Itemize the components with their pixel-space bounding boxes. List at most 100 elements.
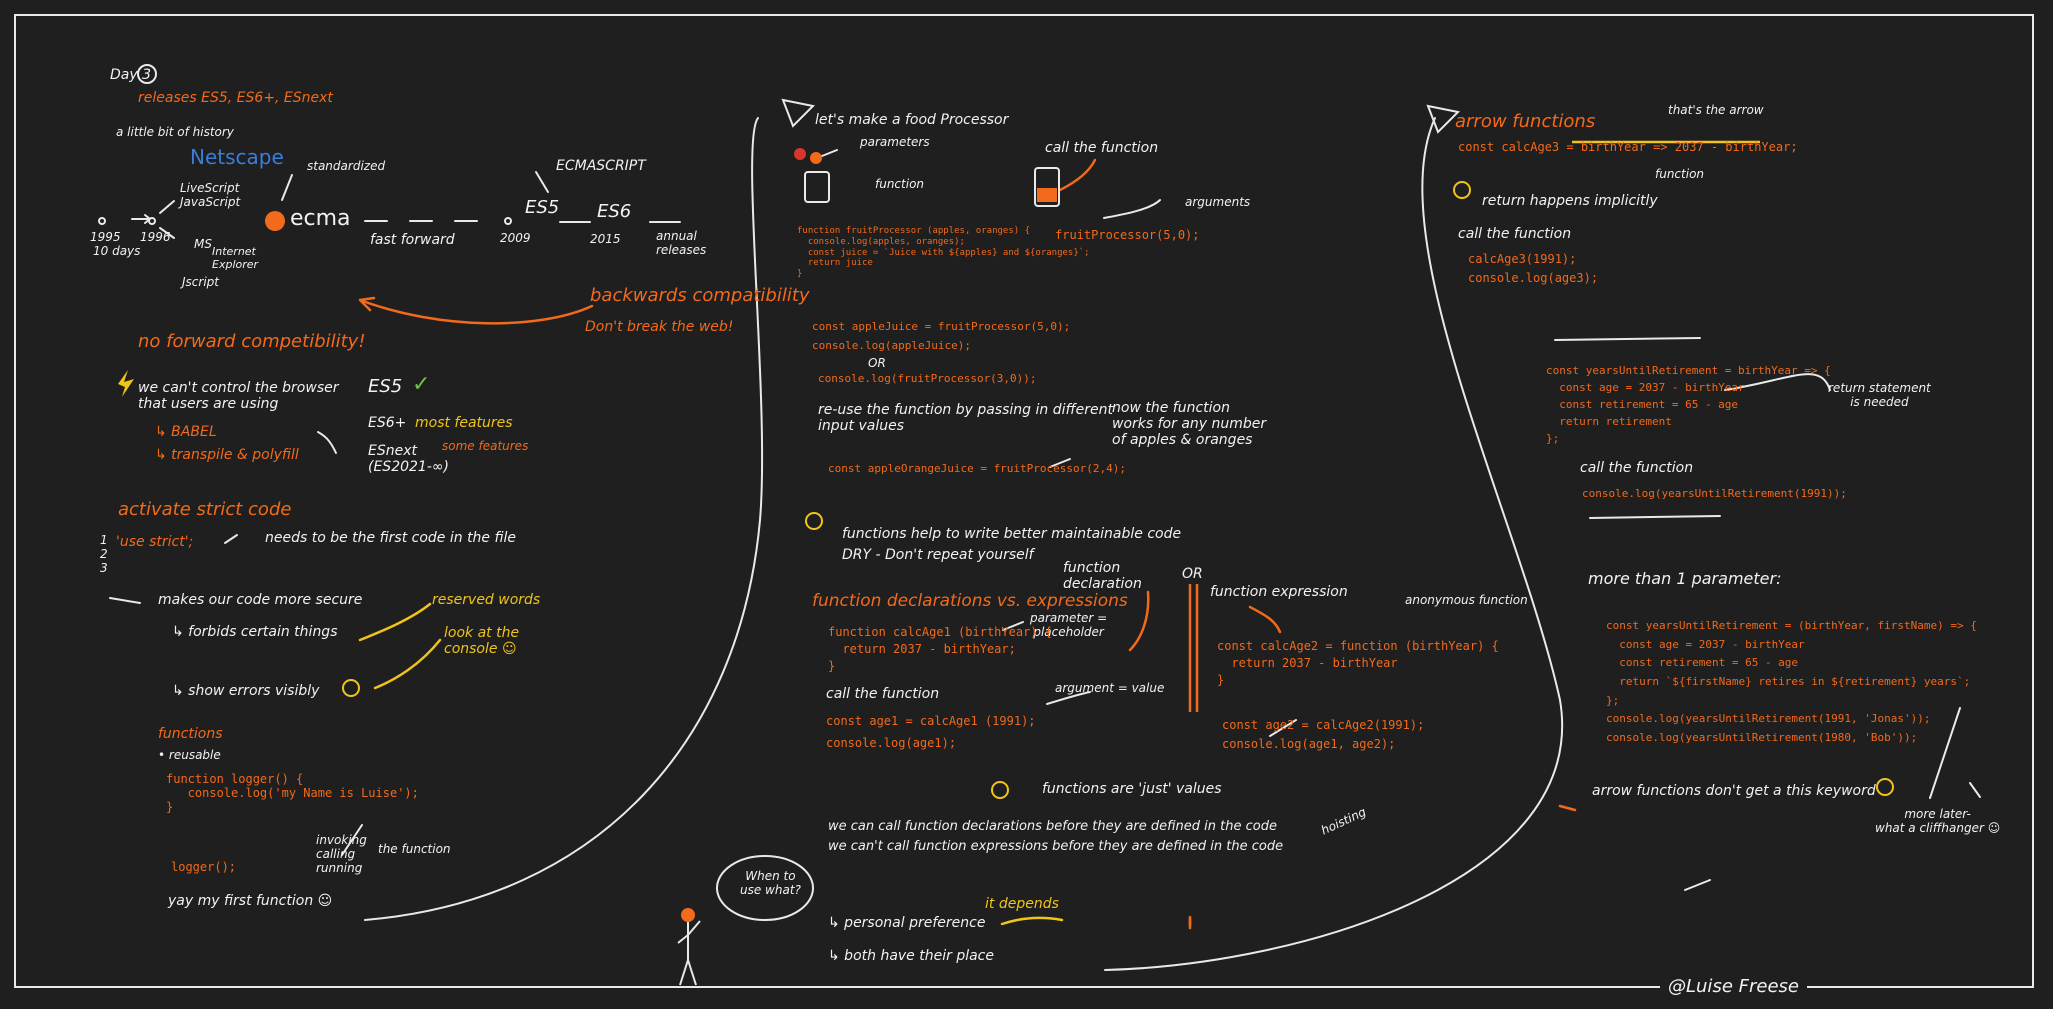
food-processor-title: let's make a food Processor xyxy=(815,112,1009,128)
call-function-label: call the function xyxy=(1045,140,1159,156)
ecma-logo-dot xyxy=(265,211,285,231)
blender-icon xyxy=(1034,167,1060,207)
arrow-code: const calcAge3 = birthYear => 2037 - bir… xyxy=(1458,140,1798,154)
day-title: Day 3 xyxy=(110,67,152,83)
no-forward-title: no forward competibility! xyxy=(138,331,366,352)
declarations-title: function declarations vs. expressions xyxy=(812,591,1128,611)
look-console: look at the console ☺ xyxy=(444,625,520,658)
babel-label: ↳ BABEL xyxy=(155,424,217,440)
netscape-logo: Netscape xyxy=(190,145,284,169)
esnext-support: ESnext (ES2021-∞) xyxy=(368,443,449,476)
use-strict: 'use strict'; xyxy=(116,534,194,550)
year-1996: 1996 xyxy=(140,230,171,244)
thats-arrow-label: that's the arrow xyxy=(1668,103,1764,117)
forbids-text: ↳ forbids certain things xyxy=(172,624,338,640)
lightbulb-icon xyxy=(1876,778,1894,796)
year-2015: 2015 xyxy=(590,232,621,246)
reserved-words: reserved words xyxy=(432,592,541,608)
arrow-call-label: call the function xyxy=(1458,226,1572,242)
retirement-code: const yearsUntilRetirement = birthYear =… xyxy=(1546,364,1831,446)
the-function-label: the function xyxy=(378,842,451,856)
author-credit: @Luise Freese xyxy=(1660,976,1807,997)
releases-label: releases ES5, ES6+, ESnext xyxy=(138,90,333,106)
lightbulb-icon xyxy=(991,781,1009,799)
processor-function-code: function fruitProcessor (apples, oranges… xyxy=(797,226,1090,280)
argument-value-label: argument = value xyxy=(1055,681,1165,695)
any-number-text: now the function works for any number of… xyxy=(1112,400,1267,449)
most-features: most features xyxy=(415,415,513,431)
maintainable-text: functions help to write better maintaina… xyxy=(842,526,1182,542)
annual-releases: annual releases xyxy=(656,229,707,257)
return-needed-label: return statement is needed xyxy=(1828,381,1931,409)
this-keyword-text: arrow functions don't get a this keyword xyxy=(1592,783,1876,799)
orange-icon xyxy=(810,152,822,164)
hoisting-text: we can call function declarations before… xyxy=(828,819,1284,854)
year-1995-sub: 10 days xyxy=(93,244,141,258)
lightbulb-icon xyxy=(342,679,360,697)
lightbulb-icon xyxy=(805,512,823,530)
some-features: some features xyxy=(442,439,529,453)
history-intro: a little bit of history xyxy=(116,125,234,139)
expression-code: const calcAge2 = function (birthYear) { … xyxy=(1217,639,1499,687)
both-place: ↳ both have their place xyxy=(828,948,994,964)
es6-label: ES6 xyxy=(597,201,632,222)
backwards-compatibility: backwards compatibility xyxy=(590,285,810,306)
anonymous-function-label: anonymous function xyxy=(1405,593,1528,607)
retirement-call-code: console.log(yearsUntilRetirement(1991)); xyxy=(1582,487,1847,500)
fast-forward-label: fast forward xyxy=(370,232,455,248)
first-function: yay my first function ☺ xyxy=(168,893,333,909)
es6-support: ES6+ xyxy=(368,415,407,431)
es5-check-icon: ✓ xyxy=(412,372,431,397)
megaphone-icon xyxy=(781,98,816,128)
arrow-function-label: function xyxy=(1655,167,1705,181)
more-params-label: more than 1 parameter: xyxy=(1588,569,1782,588)
it-depends: it depends xyxy=(985,896,1059,912)
apple-orange-code: const appleOrangeJuice = fruitProcessor(… xyxy=(828,462,1127,475)
console-call-code: console.log(fruitProcessor(3,0)); xyxy=(818,372,1037,385)
implicit-return: return happens implicitly xyxy=(1482,193,1658,209)
transpile-label: ↳ transpile & polyfill xyxy=(155,447,299,463)
parameters-label: parameters xyxy=(860,135,930,149)
dry-text: DRY - Don't repeat yourself xyxy=(842,547,1034,563)
retirement-call-label: call the function xyxy=(1580,460,1694,476)
errors-text: ↳ show errors visibly xyxy=(172,683,320,699)
year-2009: 2009 xyxy=(500,231,531,245)
arrow-title: arrow functions xyxy=(1455,111,1596,132)
strict-title: activate strict code xyxy=(118,499,292,520)
day-badge-icon xyxy=(137,64,157,84)
when-to-use-bubble-text: When to use what? xyxy=(740,869,801,897)
standardized-label: standardized xyxy=(307,159,386,173)
apple-juice-code: const appleJuice = fruitProcessor(5,0); … xyxy=(812,320,1071,353)
parameter-placeholder-label: parameter = placeholder xyxy=(1030,611,1108,639)
functions-title: functions xyxy=(158,726,223,742)
declaration-call-code: const age1 = calcAge1 (1991); console.lo… xyxy=(826,714,1036,750)
expression-call-code: const age2 = calcAge2(1991); console.log… xyxy=(1222,718,1425,752)
megaphone-icon xyxy=(1426,104,1461,134)
reuse-text: re-use the function by passing in differ… xyxy=(818,402,1113,435)
or-label: OR xyxy=(868,356,886,370)
function-declaration-label: function declaration xyxy=(1063,560,1142,593)
ecma-logo-text: ecma xyxy=(290,206,351,231)
board-frame xyxy=(14,14,2034,988)
processor-call-code: fruitProcessor(5,0); xyxy=(1055,228,1200,242)
lightning-icon xyxy=(118,370,134,397)
year-1995: 1995 xyxy=(90,230,121,244)
function-expression-label: function expression xyxy=(1210,584,1348,600)
ms-label: MS xyxy=(194,237,212,251)
line-numbers: 1 2 3 xyxy=(100,533,108,575)
livescript-label: LiveScript JavaScript xyxy=(180,181,241,209)
reusable-bullet: • reusable xyxy=(158,748,221,762)
speech-bubble xyxy=(716,855,814,921)
logger-code: function logger() { console.log('my Name… xyxy=(166,772,419,814)
declaration-call-label: call the function xyxy=(826,686,940,702)
invoking-list: invoking calling running xyxy=(316,833,367,875)
or-divider-label: OR xyxy=(1182,566,1203,582)
logger-call: logger(); xyxy=(171,860,237,874)
person-icon xyxy=(677,908,701,986)
function-label: function xyxy=(875,177,925,191)
personal-preference: ↳ personal preference xyxy=(828,915,986,931)
dont-break-web: Don't break the web! xyxy=(585,319,734,335)
internet-explorer-label: Internet Explorer xyxy=(212,245,259,271)
secure-text: makes our code more secure xyxy=(158,592,363,608)
